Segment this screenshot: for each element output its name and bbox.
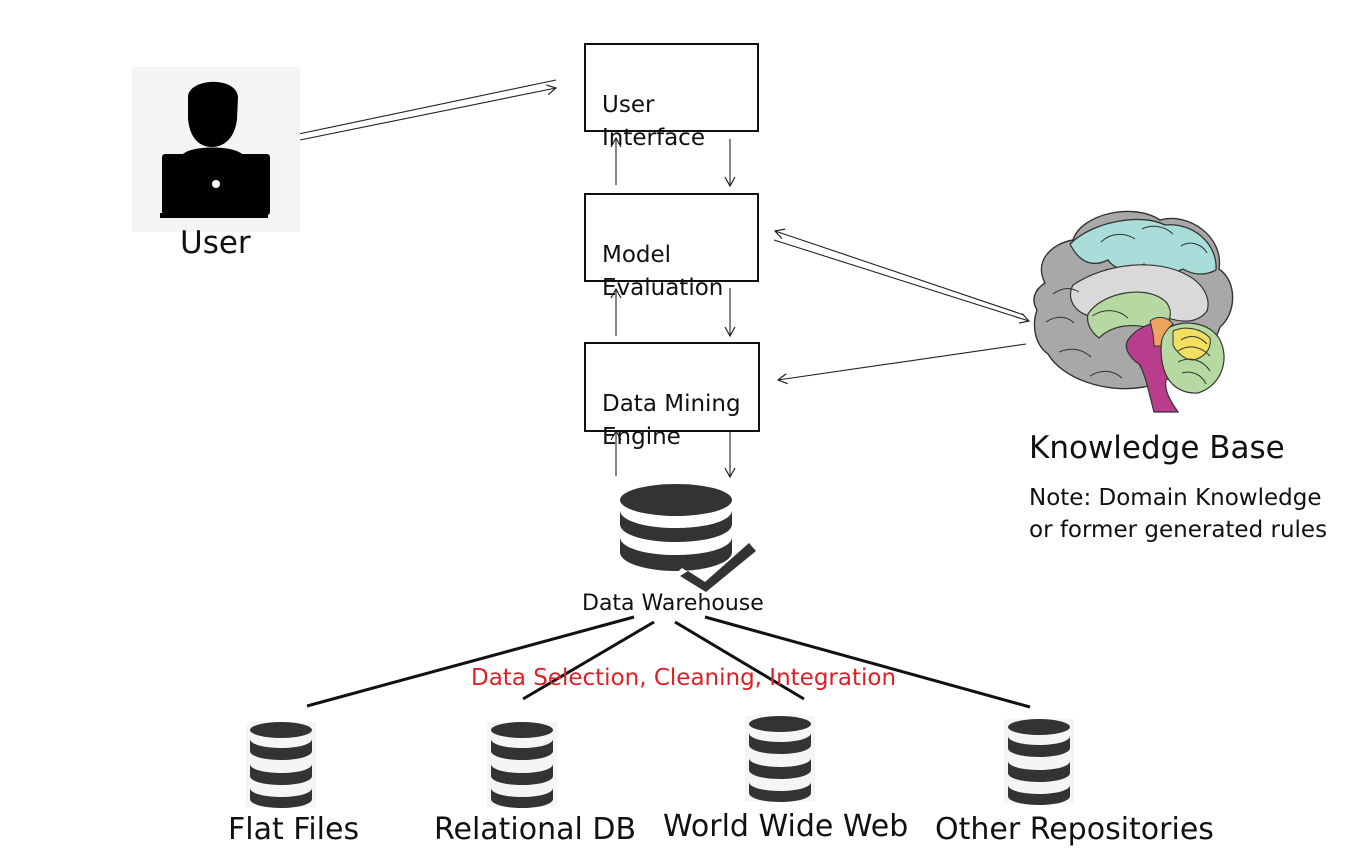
- model-evaluation-label: Model Evaluation: [602, 242, 724, 301]
- knowledge-to-engine-arrow: [776, 343, 1027, 385]
- person-laptop-icon: [132, 67, 300, 232]
- warehouse-to-relational-line: [522, 620, 655, 701]
- flat-files-database-icon: [246, 722, 316, 808]
- data-processing-label: Data Selection, Cleaning, Integration: [471, 665, 897, 691]
- user-label: User: [180, 225, 251, 261]
- other-repositories-label: Other Repositories: [935, 812, 1214, 847]
- data-mining-engine-box: Data Mining Engine: [584, 342, 760, 450]
- knowledge-to-model-arrow: [773, 228, 1025, 316]
- warehouse-to-web-line: [674, 620, 805, 701]
- other-repositories-database-icon: [1004, 719, 1074, 805]
- model-to-knowledge-arrow: [773, 239, 1031, 324]
- user-interface-box: User Interface: [584, 43, 759, 151]
- model-evaluation-box: Model Evaluation: [584, 193, 759, 301]
- relational-db-label: Relational DB: [434, 812, 637, 847]
- user-interface-label: User Interface: [602, 92, 705, 151]
- world-wide-web-database-icon: [745, 716, 815, 802]
- world-wide-web-label: World Wide Web: [663, 809, 909, 844]
- knowledge-base-title: Knowledge Base: [1029, 430, 1285, 466]
- brain-icon: [1033, 210, 1234, 413]
- relational-db-database-icon: [487, 722, 557, 808]
- interface-to-user-arrow: [287, 79, 557, 140]
- user-to-interface-arrow: [294, 84, 558, 142]
- knowledge-base-note: Note: Domain Knowledge or former generat…: [1029, 485, 1328, 543]
- flat-files-label: Flat Files: [228, 812, 360, 847]
- warehouse-to-flat-files-line: [306, 615, 635, 708]
- data-warehouse-label: Data Warehouse: [582, 591, 764, 616]
- data-warehouse-database-check-icon: [620, 484, 765, 598]
- data-mining-engine-label: Data Mining Engine: [602, 391, 741, 450]
- warehouse-to-other-line: [704, 615, 1031, 709]
